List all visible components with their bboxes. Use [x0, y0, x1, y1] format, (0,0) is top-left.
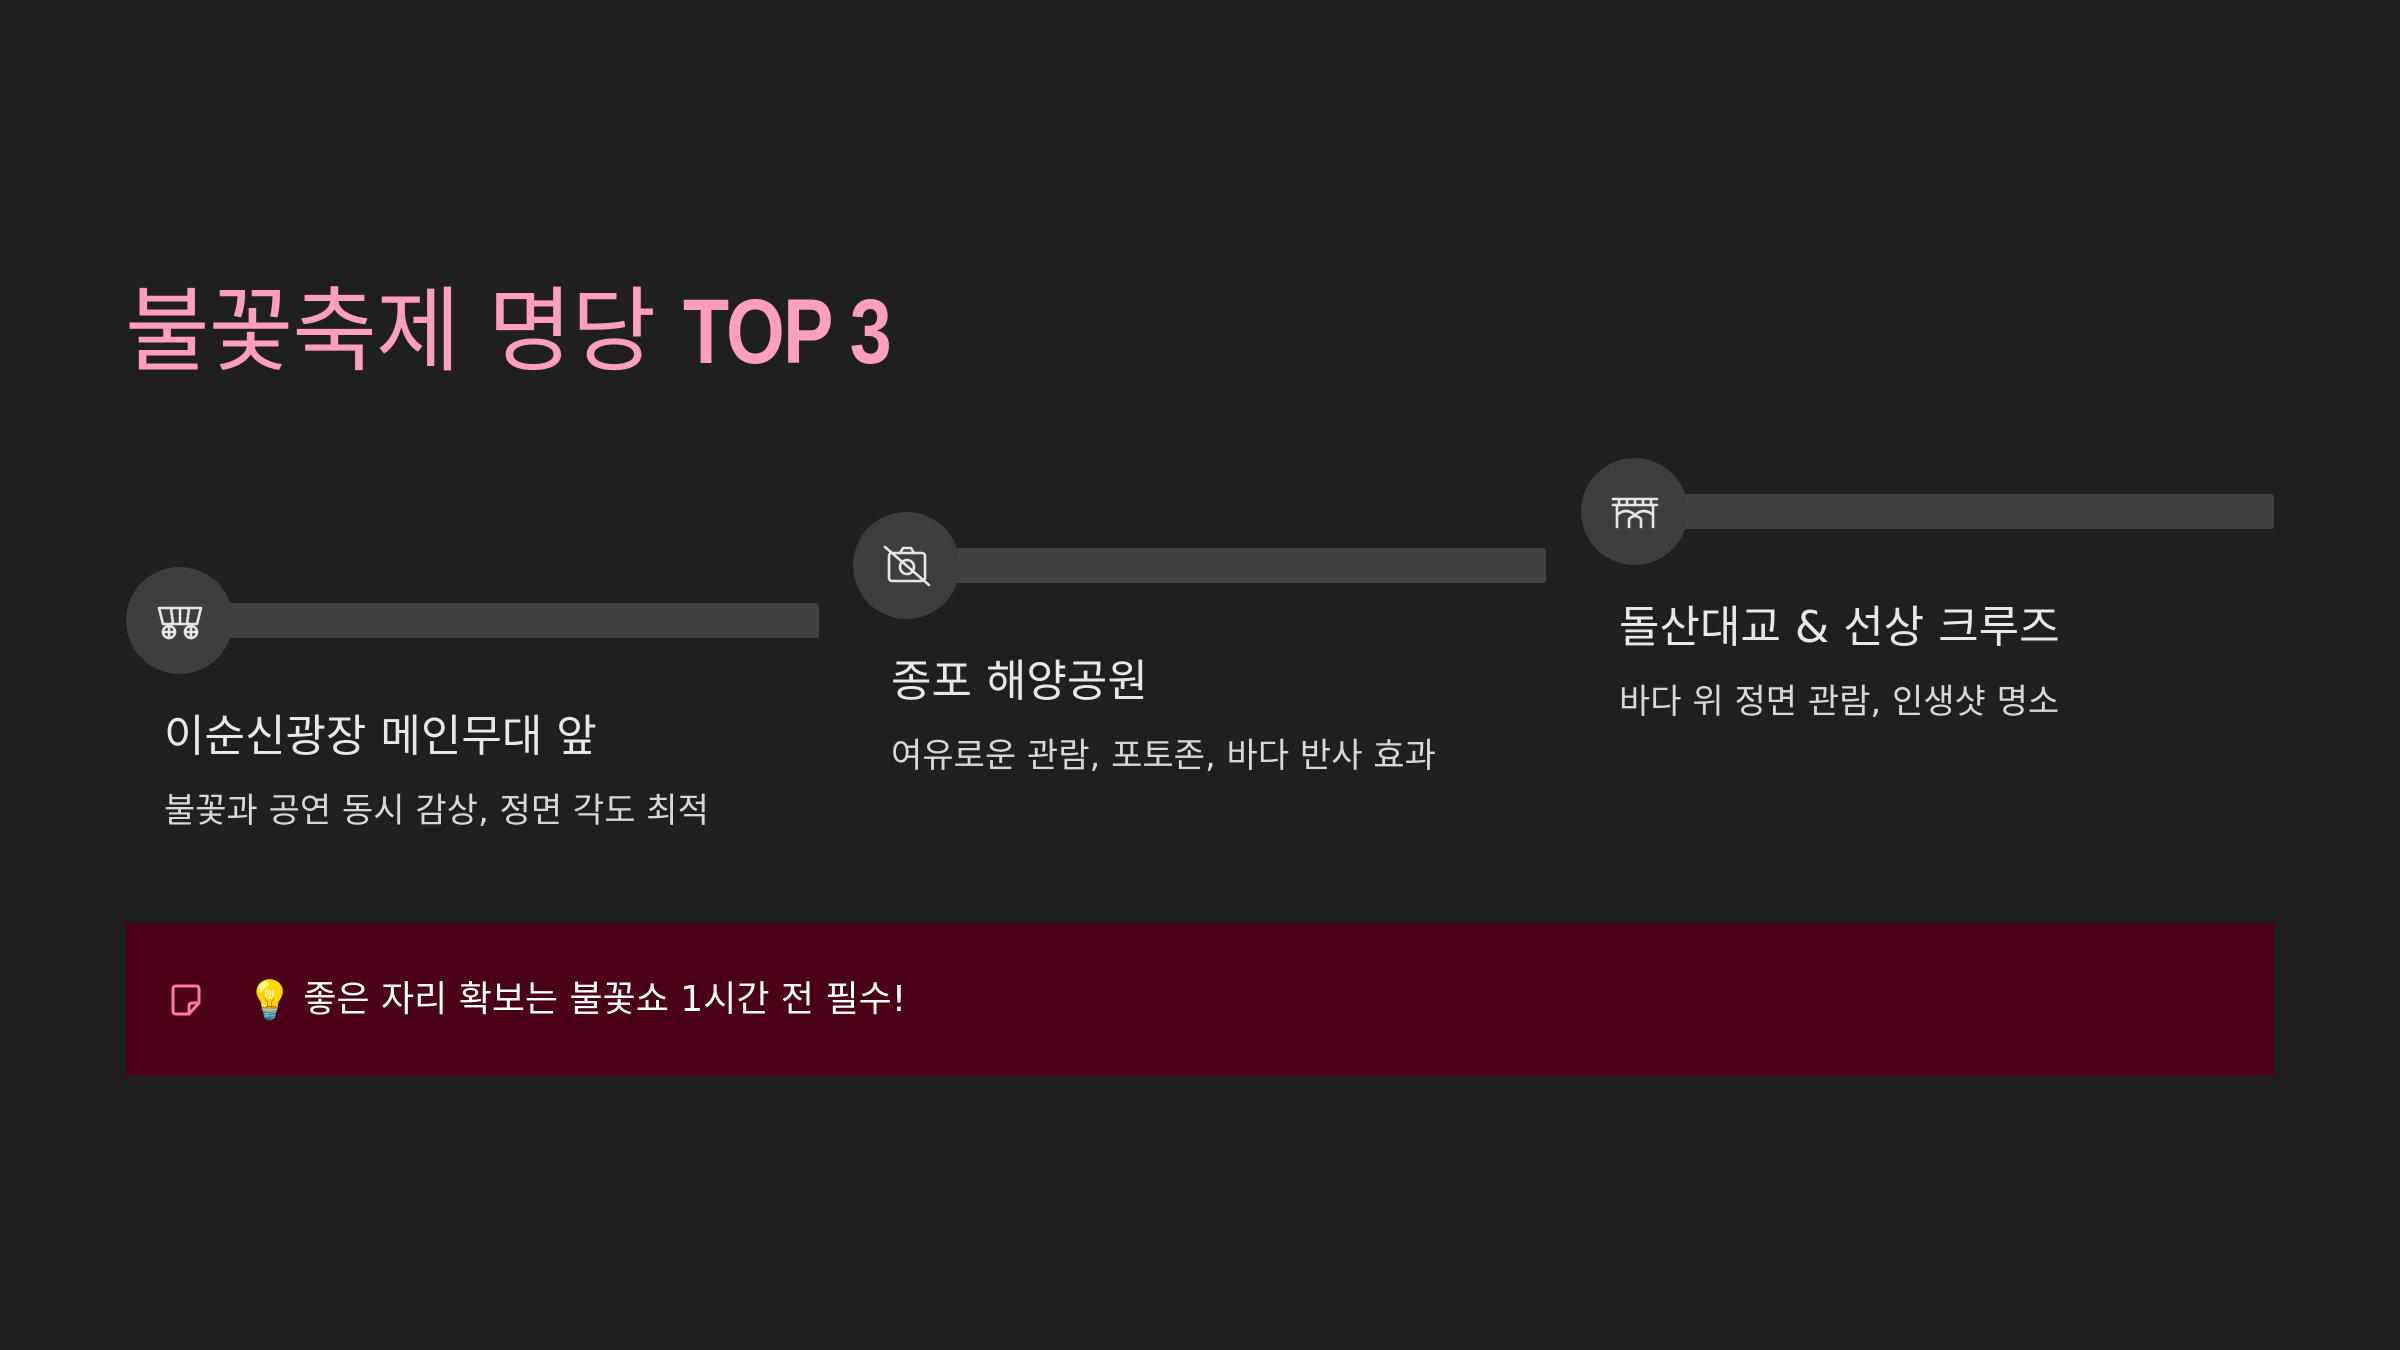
tip-banner: 💡 좋은 자리 확보는 불꽃쇼 1시간 전 필수! [126, 923, 2274, 1076]
step-badge [1581, 458, 1688, 565]
page-title: 불꽃축제 명당 TOP 3 [125, 272, 936, 392]
step-badge [853, 512, 960, 619]
no-camera-icon [883, 545, 930, 586]
step-track [1634, 494, 2274, 529]
sticky-note-icon [166, 980, 206, 1020]
step-badge [126, 567, 233, 674]
step-description: 불꽃과 공연 동시 감상, 정면 각도 최적 [164, 791, 709, 831]
step-description: 바다 위 정면 관람, 인생샷 명소 [1619, 682, 2060, 722]
step-name: 이순신광장 메인무대 앞 [164, 711, 597, 762]
step-name: 돌산대교 & 선상 크루즈 [1619, 602, 2060, 653]
title-main: 불꽃축제 명당 [125, 278, 656, 385]
tip-text: 좋은 자리 확보는 불꽃쇼 1시간 전 필수! [303, 978, 907, 1020]
carriage-icon [157, 606, 202, 639]
step-name: 종포 해양공원 [891, 656, 1148, 707]
step-description: 여유로운 관람, 포토존, 바다 반사 효과 [891, 736, 1436, 776]
step-track [906, 548, 1546, 583]
step-track [179, 603, 819, 638]
bridge-icon [1611, 497, 1658, 528]
lightbulb-icon: 💡 [246, 977, 294, 1022]
title-accent: TOP 3 [683, 281, 892, 383]
